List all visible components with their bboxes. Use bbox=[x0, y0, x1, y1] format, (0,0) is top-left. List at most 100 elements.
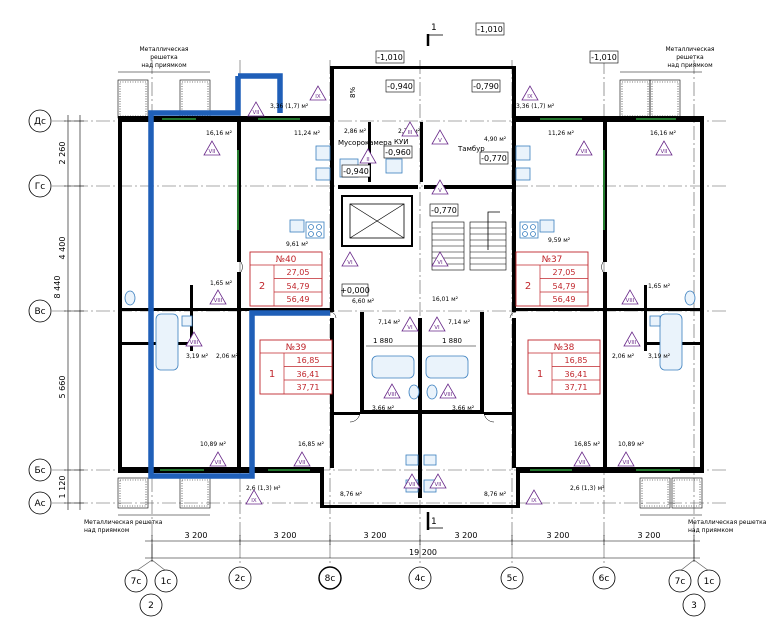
section-cut-marks: 1 1 bbox=[426, 23, 443, 530]
dim-total: 19 200 bbox=[409, 548, 437, 557]
area-4: 11,24 м² bbox=[294, 130, 321, 137]
dim-4400: 4 400 bbox=[58, 237, 67, 260]
apartment-total-area: 54,79 bbox=[287, 282, 310, 291]
axis-bubbles-vertical: 7с 1с 2с 8с 4с 5с 6с 7с 1с 2 3 bbox=[124, 559, 721, 617]
area-30: 8,76 м² bbox=[484, 491, 507, 498]
room-mark-label: VI bbox=[347, 260, 353, 266]
area-29: 8,76 м² bbox=[340, 491, 363, 498]
room-mark-m27: VII bbox=[429, 473, 447, 489]
room-mark-label: VII bbox=[214, 460, 221, 466]
room-mark-label: IX bbox=[531, 498, 537, 504]
room-mark-m3: VII bbox=[203, 140, 221, 156]
area-7: 4,90 м² bbox=[484, 136, 507, 143]
room-mark-m28: IX bbox=[525, 489, 543, 505]
room-mark-label: VII bbox=[252, 110, 259, 116]
room-mark-m16: VIII bbox=[623, 331, 641, 347]
room-mark-label: V bbox=[438, 188, 442, 194]
label-garbage-room: Мусорокамера bbox=[338, 139, 392, 147]
dim-5660: 5 660 bbox=[58, 376, 67, 399]
room-mark-label: VII bbox=[434, 482, 441, 488]
axis-label-vs: Вс bbox=[34, 307, 45, 317]
axis-label-8c: 8с bbox=[325, 574, 336, 584]
axis-label-4c: 4с bbox=[415, 574, 426, 584]
apartment-living-area: 27,05 bbox=[553, 268, 576, 277]
dim-h-6: 3 200 bbox=[638, 531, 661, 540]
dim-1120: 1 120 bbox=[58, 476, 67, 499]
area-26: 16,85 м² bbox=[574, 441, 601, 448]
note-grate-tr-2: решетка bbox=[676, 54, 704, 61]
room-mark-label: VIII bbox=[388, 392, 397, 398]
room-labels: Мусорокамера КУИ Тамбур 8% bbox=[338, 87, 485, 153]
room-mark-label: VIII bbox=[190, 340, 199, 346]
sheet-ref-left: 2 bbox=[148, 601, 154, 611]
pit-grates bbox=[117, 71, 703, 516]
elev-e940-b: -0,940 bbox=[343, 167, 369, 176]
axis-label-7c-left: 7с bbox=[131, 577, 142, 587]
apartment-total-area-with-balcony: 56,49 bbox=[287, 295, 310, 304]
room-mark-m20: VIII bbox=[439, 383, 457, 399]
note-grate-br-2: над приямком bbox=[688, 527, 733, 534]
inner-walls bbox=[122, 122, 700, 508]
room-mark-m2: VII bbox=[247, 101, 265, 117]
axis-label-2c: 2с bbox=[235, 574, 246, 584]
area-12: 1,65 м² bbox=[210, 280, 233, 287]
area-3: 16,16 м² bbox=[206, 130, 233, 137]
room-mark-label: VI bbox=[437, 260, 443, 266]
dim-2260: 2 260 bbox=[58, 142, 67, 165]
stoves bbox=[305, 221, 539, 239]
room-mark-label: IX bbox=[315, 94, 321, 100]
elevator-shaft bbox=[341, 195, 413, 247]
area-22: 3,66 м² bbox=[372, 405, 395, 412]
area-13: 1,65 м² bbox=[648, 283, 671, 290]
room-mark-label: VIII bbox=[628, 340, 637, 346]
apartment-boxes: №40227,0554,7956,49№37227,0554,7956,49№3… bbox=[249, 251, 601, 395]
room-mark-label: VI bbox=[434, 325, 440, 331]
elev-e960: -0,960 bbox=[385, 148, 411, 157]
elev-e770-a: -0,770 bbox=[481, 154, 507, 163]
axis-label-5c: 5с bbox=[507, 574, 518, 584]
area-5: 2,86 м² bbox=[344, 128, 367, 135]
room-mark-label: VII bbox=[578, 460, 585, 466]
area-11: 9,59 м² bbox=[548, 237, 571, 244]
axis-bubbles-horizontal: Дс Гс Вс Бс Ас bbox=[28, 109, 52, 515]
dim-h-4: 3 200 bbox=[455, 531, 478, 540]
area-19: 2,06 м² bbox=[216, 353, 239, 360]
room-mark-m7: IX bbox=[521, 85, 539, 101]
sanitary-fixtures bbox=[124, 145, 696, 493]
note-grate-tl-2: решетка bbox=[150, 54, 178, 61]
windows bbox=[160, 118, 680, 471]
label-kui: КУИ bbox=[394, 138, 408, 146]
dimension-lines bbox=[64, 115, 700, 562]
axis-label-1c-left: 1с bbox=[161, 577, 172, 587]
note-grate-tr-1: Металлическая bbox=[665, 46, 714, 53]
room-mark-label: VIII bbox=[626, 298, 635, 304]
highlighted-wall bbox=[148, 76, 330, 479]
section-mark-bottom: 1 bbox=[431, 517, 437, 527]
area-31: 2,6 (1,3) м² bbox=[570, 485, 605, 492]
room-mark-m24: VII bbox=[617, 451, 635, 467]
area-16: 7,14 м² bbox=[378, 319, 401, 326]
elev-top-entrance: -1,010 bbox=[477, 25, 503, 34]
note-grate-tr-3: над приямком bbox=[667, 62, 712, 69]
room-mark-m18: VI bbox=[428, 316, 446, 332]
door-swings bbox=[240, 261, 604, 423]
area-27: 10,89 м² bbox=[618, 441, 645, 448]
note-grate-tl-3: над приямком bbox=[141, 62, 186, 69]
dimension-texts: 2 260 4 400 5 660 1 120 8 440 3 200 3 20… bbox=[53, 142, 660, 557]
room-mark-m1: IX bbox=[309, 85, 327, 101]
area-14: 6,60 м² bbox=[352, 298, 375, 305]
axis-label-6c: 6с bbox=[599, 574, 610, 584]
room-mark-m21: VII bbox=[209, 451, 227, 467]
elev-top-right: -1,010 bbox=[591, 53, 617, 62]
apartment-total-area-with-balcony: 37,71 bbox=[565, 383, 588, 392]
room-mark-label: V bbox=[438, 138, 442, 144]
room-marks: IX VII VI III VIII IX VII VII V VI VI VIII VIII VIII V… bbox=[185, 85, 673, 505]
area-9: 16,16 м² bbox=[650, 130, 677, 137]
room-mark-label: III bbox=[408, 130, 413, 136]
dim-h-5: 3 200 bbox=[547, 531, 570, 540]
room-areas: 3,36 (1,7) м² 3,36 (1,7) м² 16,16 м² 11,… bbox=[186, 103, 677, 498]
